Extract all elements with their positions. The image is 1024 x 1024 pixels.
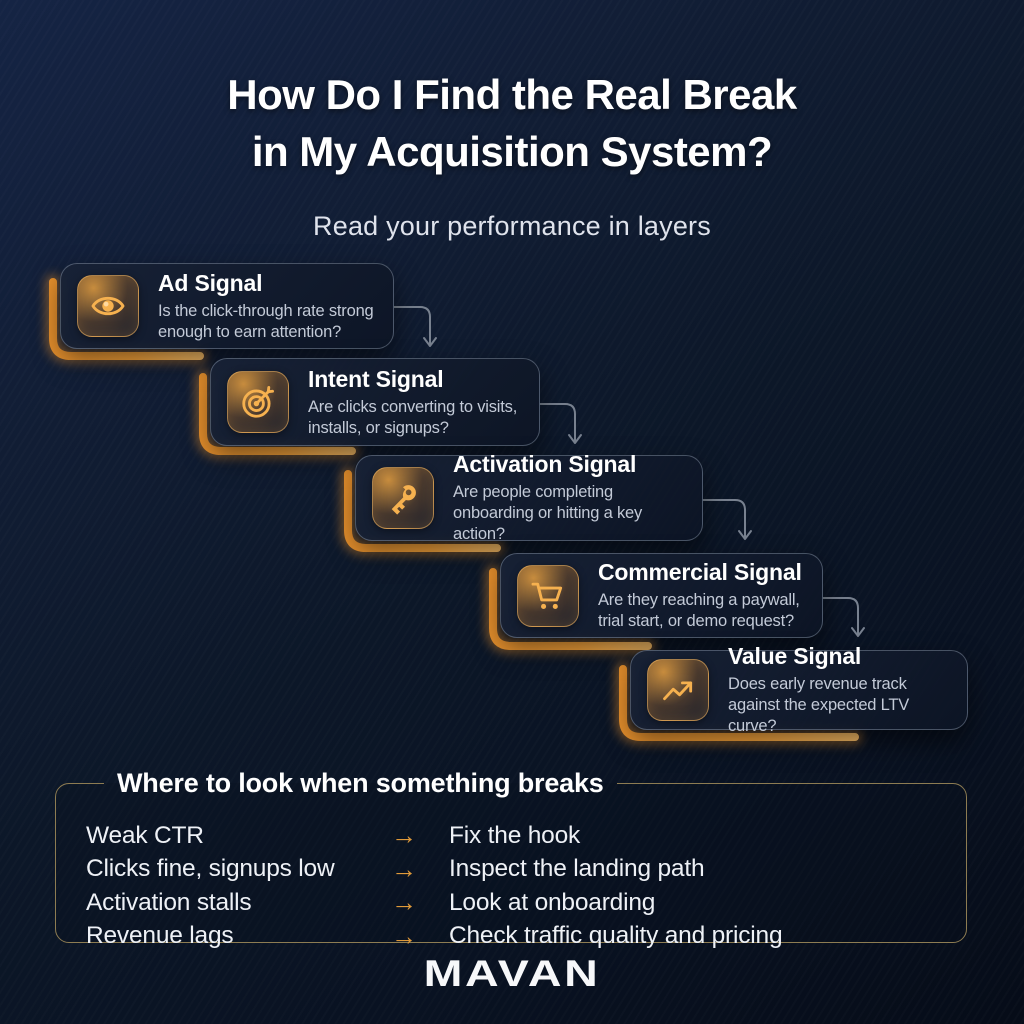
card-title: Commercial Signal (598, 559, 802, 585)
breaks-row: Weak CTR → Fix the hook (86, 819, 936, 853)
arrow-right-icon: → (391, 920, 417, 951)
card-title: Ad Signal (158, 269, 263, 296)
card-text: Value Signal Does early revenue track ag… (728, 643, 951, 737)
break-problem: Revenue lags (86, 922, 234, 950)
card-text: Intent Signal Are clicks converting to v… (308, 366, 523, 439)
break-problem: Activation stalls (86, 888, 252, 916)
card-description: Are people completing onboarding or hitt… (453, 483, 643, 543)
key-icon (372, 467, 434, 529)
card-text: Commercial Signal Are they reaching a pa… (598, 559, 806, 632)
page-subtitle: Read your performance in layers (313, 211, 711, 241)
cart-icon (517, 564, 579, 627)
break-action: Fix the hook (449, 821, 581, 849)
break-problem: Clicks fine, signups low (86, 855, 335, 883)
signal-card-ad: Ad Signal Is the click-through rate stro… (60, 263, 394, 349)
break-action: Check traffic quality and pricing (449, 922, 783, 950)
arrow-right-icon: → (391, 820, 417, 851)
arrow-right-icon: → (391, 853, 417, 884)
break-problem: Weak CTR (86, 821, 204, 849)
breaks-row: Activation stalls → Look at onboarding (86, 886, 936, 920)
breaks-panel: Where to look when something breaks Weak… (55, 768, 967, 951)
breaks-row: Revenue lags → Check traffic quality and… (86, 920, 936, 954)
page-title-line2: in My Acquisition System? (251, 128, 773, 175)
card-description: Does early revenue track against the exp… (728, 675, 910, 735)
signal-card-intent: Intent Signal Are clicks converting to v… (210, 358, 540, 446)
eye-icon (77, 275, 139, 337)
card-title: Activation Signal (453, 451, 637, 477)
breaks-row: Clicks fine, signups low → Inspect the l… (86, 853, 936, 887)
signal-card-activation: Activation Signal Are people completing … (355, 451, 703, 543)
arrow-right-icon: → (391, 887, 417, 918)
card-description: Are clicks converting to visits, install… (308, 397, 518, 437)
trend-up-icon (647, 659, 709, 721)
card-title: Intent Signal (308, 365, 444, 392)
signal-card-value: Value Signal Does early revenue track ag… (630, 643, 968, 735)
card-text: Ad Signal Is the click-through rate stro… (158, 270, 377, 343)
connector-arrow (393, 306, 865, 637)
card-description: Is the click-through rate strong enough … (158, 301, 374, 341)
breaks-panel-title: Where to look when something breaks (117, 768, 604, 798)
card-description: Are they reaching a paywall, trial start… (598, 591, 800, 630)
mavan-logo: MAVAN (423, 953, 601, 994)
break-action: Inspect the landing path (449, 855, 705, 883)
card-text: Activation Signal Are people completing … (453, 451, 686, 545)
page-title: How Do I Find the Real Break in My Acqui… (0, 66, 1024, 180)
card-title: Value Signal (728, 643, 862, 669)
glow-line (49, 278, 859, 741)
page-title-line1: How Do I Find the Real Break (227, 71, 797, 118)
target-icon (227, 371, 289, 433)
signal-card-commercial: Commercial Signal Are they reaching a pa… (500, 553, 823, 638)
break-action: Look at onboarding (449, 888, 656, 916)
